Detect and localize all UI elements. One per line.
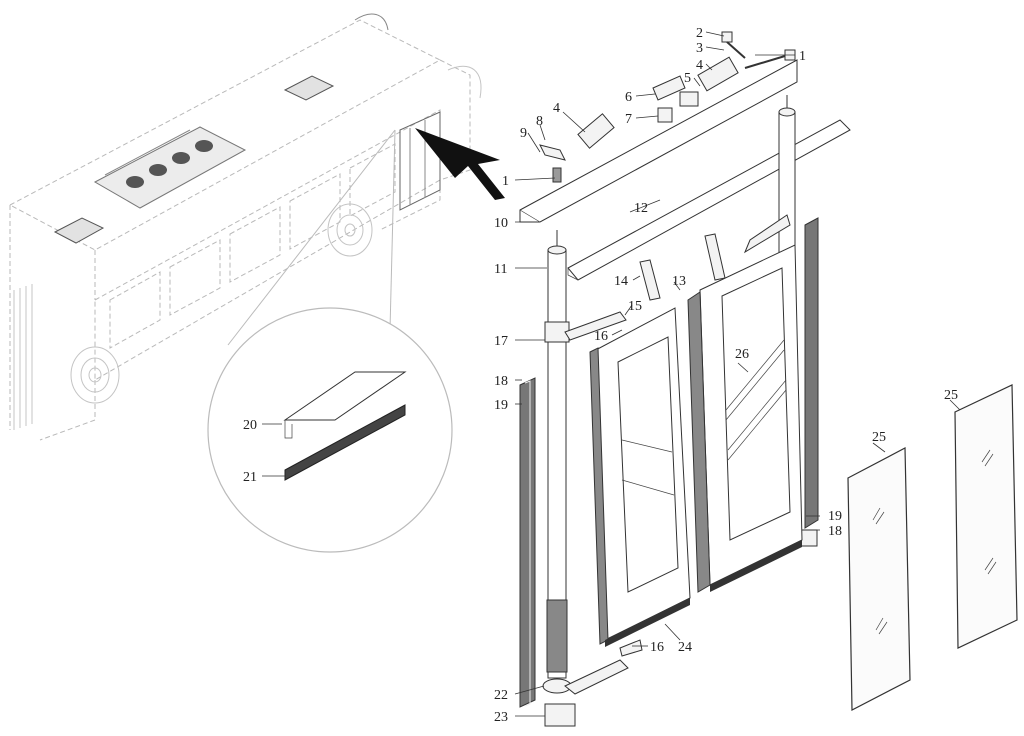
- label-26: 26: [735, 347, 749, 362]
- label-18: 18: [494, 374, 508, 389]
- seal-strip-left: [519, 377, 536, 708]
- roof-hatch: [283, 75, 335, 101]
- label-6: 6: [625, 90, 632, 105]
- label-1: 1: [502, 174, 509, 189]
- label-19: 19: [494, 398, 508, 413]
- label-25: 25: [872, 430, 886, 445]
- label-2: 2: [696, 26, 703, 41]
- pointer-arrow: [415, 128, 505, 200]
- door-leaf-right: [687, 244, 803, 593]
- label-7: 7: [625, 112, 632, 127]
- label-25: 25: [944, 388, 958, 403]
- label-13: 13: [672, 274, 686, 289]
- glass-panel-1: [847, 447, 911, 711]
- label-18: 18: [828, 524, 842, 539]
- label-17: 17: [494, 334, 508, 349]
- rear-grille: [13, 284, 33, 430]
- label-3: 3: [696, 41, 703, 56]
- top-mechanism: [519, 31, 851, 281]
- rear-wheel: [70, 346, 120, 404]
- label-5: 5: [684, 71, 691, 86]
- cylinder-left: [577, 113, 615, 149]
- detail-magnifier: [207, 129, 453, 553]
- label-4: 4: [553, 101, 560, 116]
- bus-outline: [8, 13, 482, 441]
- label-11: 11: [494, 262, 507, 277]
- seal-strip-right: [804, 217, 819, 529]
- label-14: 14: [614, 274, 628, 289]
- label-16: 16: [594, 329, 608, 344]
- label-20: 20: [243, 418, 257, 433]
- label-21: 21: [243, 470, 257, 485]
- door-leaf-left: [589, 307, 691, 647]
- part-labels: 1 2 3 4 5 6 7 4 8 9 1 10 12 11 14 13 15 …: [243, 26, 958, 725]
- front-wheel: [327, 203, 373, 257]
- label-4: 4: [696, 58, 703, 73]
- mounting-angle: [519, 59, 798, 223]
- left-column: [542, 230, 629, 727]
- glass-panel-2: [954, 384, 1018, 649]
- label-12: 12: [634, 201, 648, 216]
- label-15: 15: [628, 299, 642, 314]
- label-16: 16: [650, 640, 664, 655]
- cylinder-right: [697, 56, 739, 92]
- label-24: 24: [678, 640, 692, 655]
- leader-lines: [262, 31, 961, 717]
- roof-hatch: [53, 217, 105, 244]
- label-19: 19: [828, 509, 842, 524]
- label-8: 8: [536, 114, 543, 129]
- label-1: 1: [799, 49, 806, 64]
- roof-ac-unit: [93, 126, 247, 209]
- label-23: 23: [494, 710, 508, 725]
- label-10: 10: [494, 216, 508, 231]
- label-9: 9: [520, 126, 527, 141]
- label-22: 22: [494, 688, 508, 703]
